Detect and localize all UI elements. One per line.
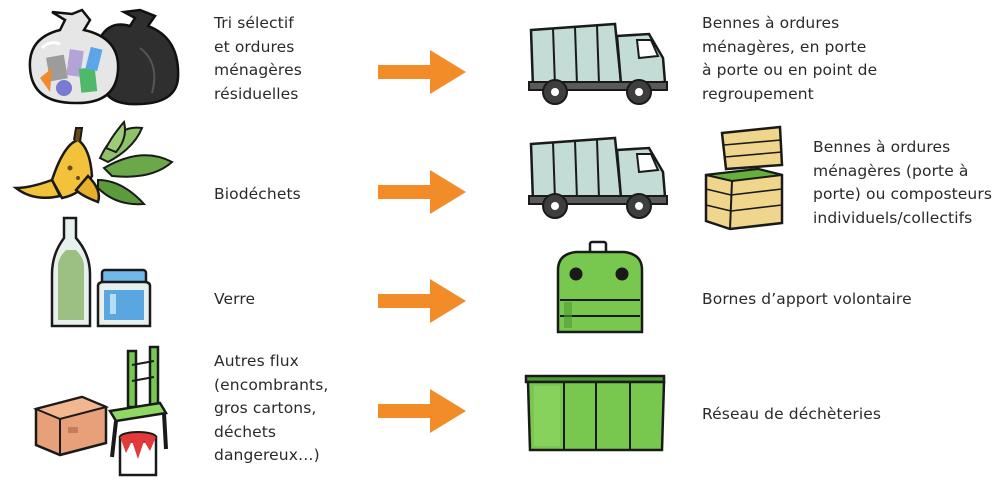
arrow-right-icon — [378, 170, 466, 214]
waste-icon-row-4 — [32, 345, 172, 480]
collection-label-row-4: Réseau de déchèteries — [702, 405, 882, 423]
arrow-right-icon — [378, 279, 466, 323]
arrow-row-3 — [378, 279, 466, 323]
glass-containers-icon — [50, 216, 152, 328]
collection-label-row-1: Bennes à ordures ménagères, en porte à p… — [702, 14, 878, 103]
arrow-row-1 — [378, 50, 466, 94]
garbage-bags-icon — [28, 8, 180, 106]
compost-bin-icon — [704, 125, 784, 231]
waste-label-row-2: Biodéchets — [214, 185, 301, 203]
arrow-row-2 — [378, 170, 466, 214]
collection-icon-row-1 — [525, 18, 670, 108]
waste-icon-row-2 — [12, 118, 182, 208]
bulky-waste-icon — [32, 345, 169, 477]
food-waste-icon — [12, 119, 174, 206]
arrow-row-4 — [378, 389, 466, 433]
glass-container-bin-icon — [556, 240, 644, 334]
dumpster-icon — [524, 374, 666, 452]
collection-icon-row-4 — [522, 370, 672, 454]
garbage-truck-icon — [528, 136, 668, 219]
collection-icon-row-3 — [552, 240, 648, 340]
garbage-truck-icon — [528, 22, 668, 105]
collection-label-row-2: Bennes à ordures ménagères (porte à port… — [813, 138, 993, 227]
arrow-right-icon — [378, 389, 466, 433]
waste-icon-row-3 — [50, 214, 158, 332]
arrow-right-icon — [378, 50, 466, 94]
collection-extra-icon-row-2 — [700, 125, 788, 231]
collection-icon-row-2 — [525, 132, 670, 222]
waste-icon-row-1 — [20, 8, 190, 108]
waste-label-row-3: Verre — [214, 290, 256, 308]
waste-label-row-4: Autres flux (encombrants, gros cartons, … — [214, 352, 329, 464]
waste-label-row-1: Tri sélectif et ordures ménagères résidu… — [214, 14, 302, 103]
collection-label-row-3: Bornes d’apport volontaire — [702, 290, 912, 308]
